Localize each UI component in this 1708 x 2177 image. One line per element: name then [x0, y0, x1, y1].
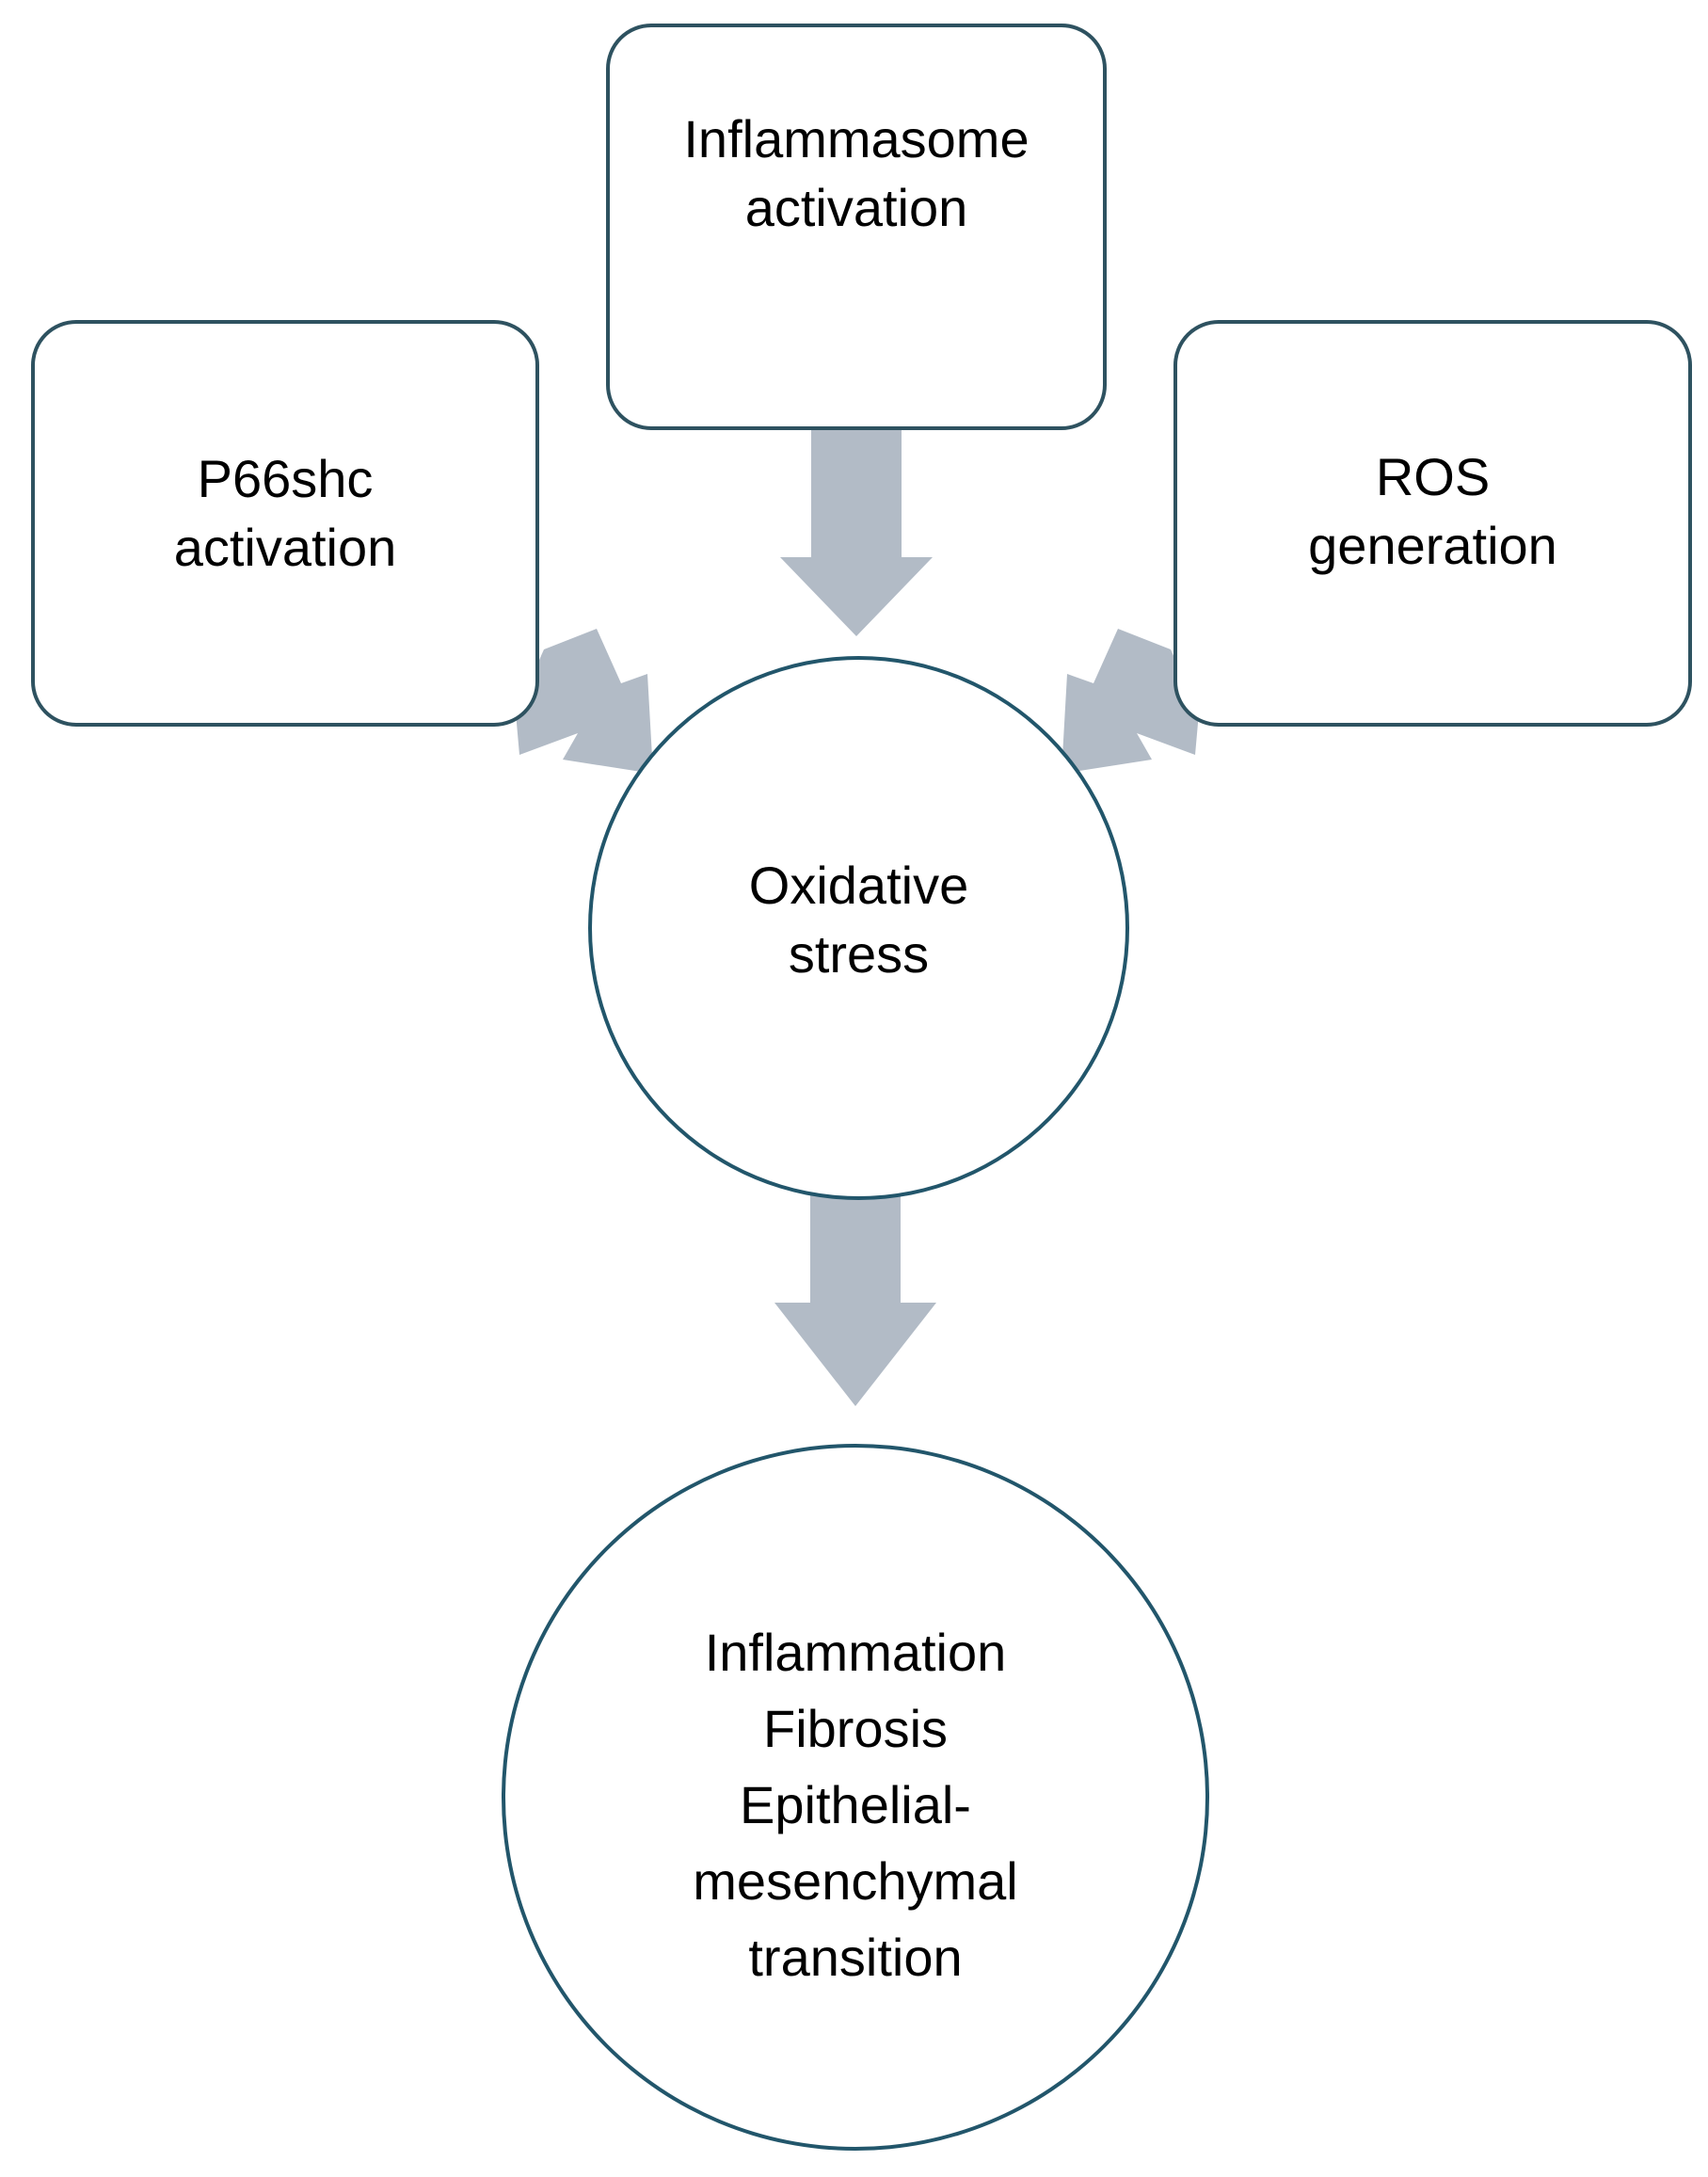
node-p66shc-activation-label: P66shc activation	[173, 449, 397, 577]
node-p66shc-activation[interactable]: P66shc activation	[31, 320, 539, 727]
node-outcomes[interactable]: Inflammation Fibrosis Epithelial- mesenc…	[502, 1444, 1209, 2151]
node-oxidative-stress-label: Oxidative stress	[748, 856, 969, 984]
node-oxidative-stress[interactable]: Oxidative stress	[588, 656, 1129, 1200]
node-inflammasome-activation[interactable]: Inflammasome activation	[606, 24, 1107, 430]
node-ros-generation[interactable]: ROS generation	[1173, 320, 1692, 727]
node-inflammasome-activation-label: Inflammasome activation	[683, 109, 1030, 237]
arrow-oxidative-stress-to-outcomes	[774, 1188, 936, 1406]
node-ros-generation-label: ROS generation	[1308, 447, 1557, 575]
arrow-inflammasome-to-oxidative-stress	[780, 425, 933, 636]
node-outcomes-label: Inflammation Fibrosis Epithelial- mesenc…	[693, 1622, 1018, 1988]
